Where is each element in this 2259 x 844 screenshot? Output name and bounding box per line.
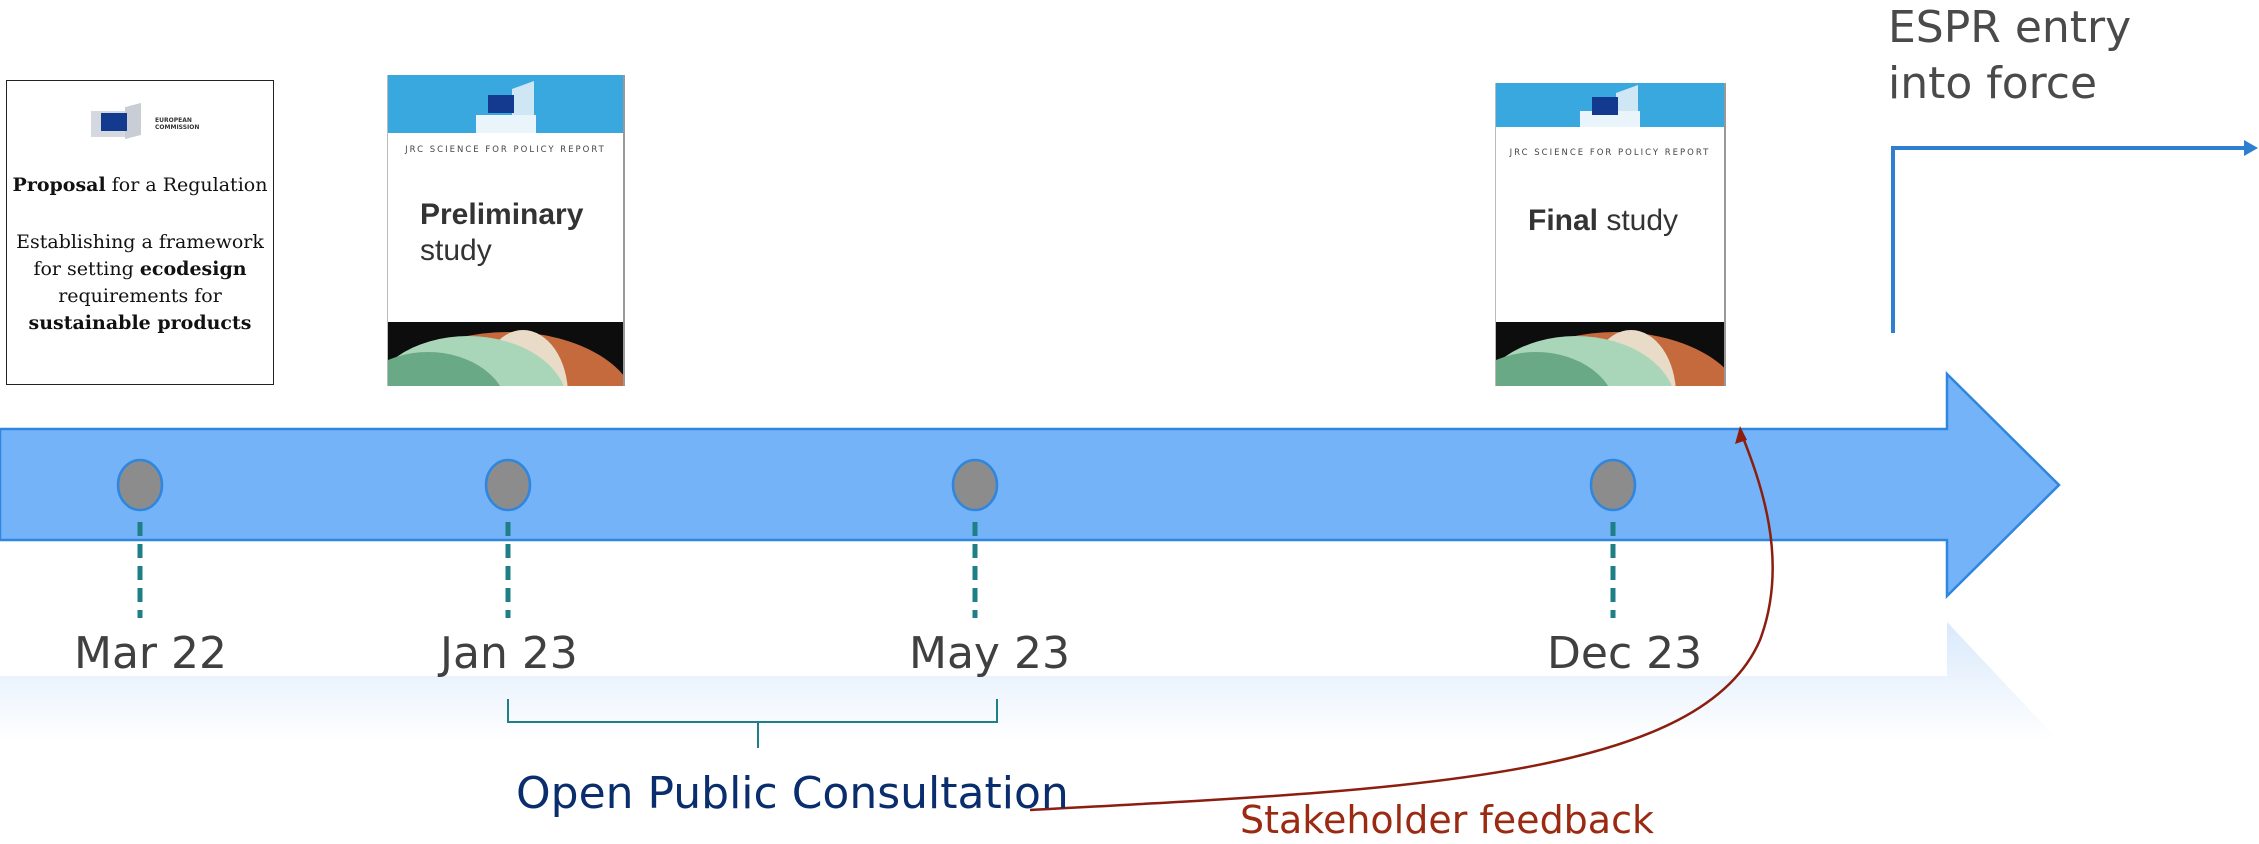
date-label-may23: May 23	[909, 628, 1070, 679]
marker-jan23	[484, 458, 532, 512]
timeline-reflection	[0, 622, 2058, 740]
consultation-bracket	[507, 699, 998, 748]
date-label-dec23: Dec 23	[1547, 628, 1703, 679]
proposal-title: Proposal for a Regulation	[7, 174, 273, 196]
open-public-consultation-label: Open Public Consultation	[516, 768, 1069, 819]
espr-arrow-line	[1891, 146, 2248, 333]
marker-mar22	[116, 458, 164, 512]
espr-arrowhead	[2244, 140, 2258, 156]
proposal-line-2-bold: ecodesign	[139, 258, 247, 280]
marker-may23	[951, 458, 999, 512]
marker-dec23	[1589, 458, 1637, 512]
logo-text-2: COMMISSION	[155, 124, 200, 131]
proposal-line-2: for setting ecodesign	[7, 256, 273, 283]
date-label-jan23: Jan 23	[440, 628, 578, 679]
espr-entry-label: ESPR entry into force	[1888, 0, 2131, 112]
final-study-title-bold: Final	[1528, 204, 1599, 237]
milestone-ticks	[137, 522, 1616, 618]
feedback-arrowhead	[1735, 426, 1747, 444]
report-cover-image	[388, 322, 623, 386]
final-study-title: Final study	[1528, 203, 1678, 239]
eu-flag-icon	[101, 113, 127, 131]
proposal-title-rest: for a Regulation	[105, 174, 268, 196]
espr-line-2: into force	[1888, 58, 2098, 109]
feedback-curve	[1029, 429, 1774, 812]
milestone-markers	[116, 458, 1637, 512]
preliminary-study-title-rest: study	[420, 234, 492, 267]
preliminary-study-title-bold: Preliminary	[420, 198, 584, 231]
proposal-line-1: Establishing a framework	[16, 231, 264, 253]
final-study-title-rest: study	[1598, 204, 1679, 237]
report-cover-image	[1496, 322, 1724, 386]
eu-flag-icon	[1592, 97, 1618, 115]
proposal-line-4-bold: sustainable products	[28, 312, 252, 334]
proposal-title-bold: Proposal	[12, 174, 106, 196]
stakeholder-feedback-label: Stakeholder feedback	[1240, 798, 1654, 842]
logo-text-1: EUROPEAN	[155, 117, 192, 124]
eu-flag-icon	[487, 95, 514, 113]
date-label-mar22: Mar 22	[74, 628, 227, 679]
proposal-body: Establishing a framework for setting eco…	[7, 229, 273, 337]
proposal-line-3: requirements for	[58, 285, 222, 307]
report-series-tag: JRC SCIENCE FOR POLICY REPORT	[405, 145, 606, 155]
proposal-line-2-pre: for setting	[33, 258, 140, 280]
espr-line-1: ESPR entry	[1888, 2, 2132, 53]
report-series-tag: JRC SCIENCE FOR POLICY REPORT	[1509, 148, 1711, 158]
proposal-line-4: sustainable products	[7, 310, 273, 337]
preliminary-study-report: JRC SCIENCE FOR POLICY REPORT Preliminar…	[387, 75, 625, 386]
final-study-report: JRC SCIENCE FOR POLICY REPORT Final stud…	[1495, 83, 1726, 386]
timeline-arrow	[0, 371, 2061, 599]
